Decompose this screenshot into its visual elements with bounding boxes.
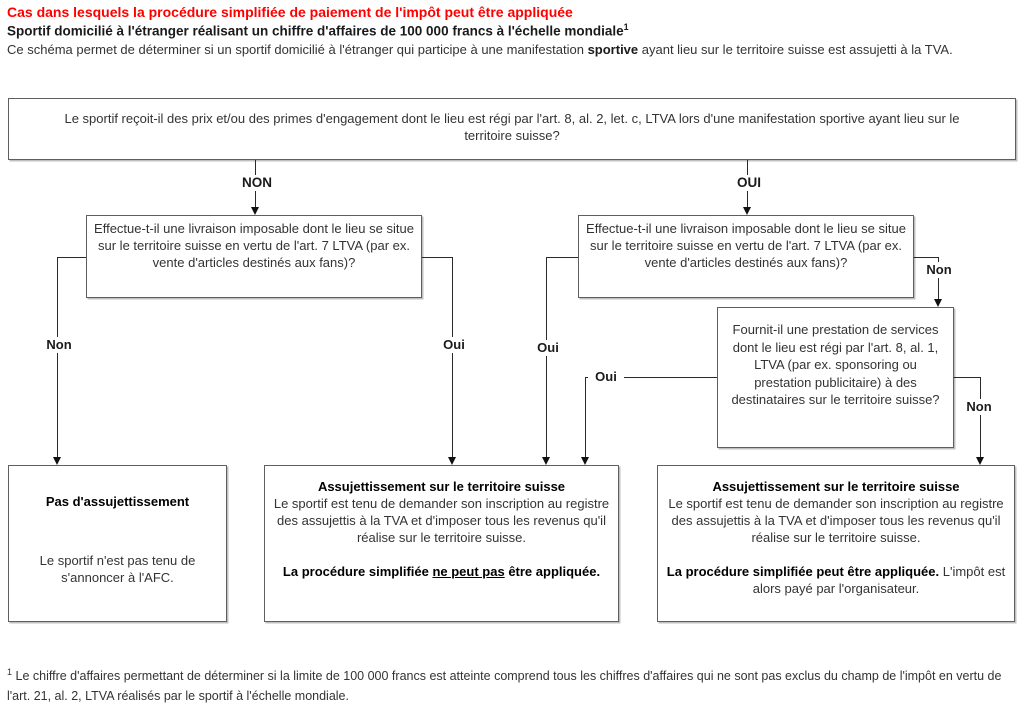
- note-underlined: ne peut pas: [432, 564, 505, 579]
- note-bold-after: être appliquée.: [504, 564, 601, 579]
- page-title: Cas dans lesquels la procédure simplifié…: [7, 4, 573, 20]
- connector-q3-non-v: [980, 377, 981, 457]
- outcome-no-liability-title: Pas d'assujettissement: [45, 494, 190, 509]
- footnote-text: Le chiffre d'affaires permettant de déte…: [7, 669, 1002, 703]
- outcome-box-liability-no-simplified: Assujettissement sur le territoire suiss…: [264, 465, 619, 622]
- arrow-down-icon: [934, 299, 942, 307]
- footnote-marker: 1: [7, 667, 13, 677]
- intro-text-before: Ce schéma permet de déterminer si un spo…: [7, 42, 588, 57]
- arrow-down-icon: [976, 457, 984, 465]
- question-box-prizes-text: Le sportif reçoit-il des prix et/ou des …: [64, 111, 960, 143]
- connector-q3-oui-h: [585, 377, 717, 378]
- footnote-marker-ref: 1: [623, 22, 629, 32]
- arrow-down-icon: [542, 457, 550, 465]
- connector-q2l-non-h: [57, 257, 86, 258]
- question-box-delivery-left: Effectue-t-il une livraison imposable do…: [86, 215, 422, 298]
- connector-q2r-oui-v: [546, 257, 547, 457]
- arrow-down-icon: [448, 457, 456, 465]
- outcome-right-title: Assujettissement sur le territoire suiss…: [712, 479, 960, 494]
- question-box-delivery-left-text: Effectue-t-il une livraison imposable do…: [94, 221, 414, 270]
- arrow-down-icon: [251, 207, 259, 215]
- branch-label-q3-non: Non: [956, 399, 1002, 415]
- branch-label-q1-non: NON: [232, 175, 282, 191]
- page-subtitle: Sportif domicilié à l'étranger réalisant…: [7, 22, 1017, 39]
- outcome-middle-note: La procédure simplifiée ne peut pas être…: [271, 563, 612, 580]
- outcome-middle-title: Assujettissement sur le territoire suiss…: [317, 479, 566, 494]
- question-box-delivery-right-text: Effectue-t-il une livraison imposable do…: [586, 221, 906, 270]
- branch-label-q1-oui: OUI: [724, 175, 774, 191]
- question-box-services: Fournit-il une prestation de services do…: [717, 307, 954, 448]
- branch-label-q3-oui: Oui: [588, 369, 624, 385]
- note-bold: La procédure simplifiée peut être appliq…: [666, 564, 940, 579]
- arrow-down-icon: [53, 457, 61, 465]
- connector-q2l-oui-h: [422, 257, 452, 258]
- arrow-down-icon: [743, 207, 751, 215]
- outcome-box-no-liability: Pas d'assujettissement Le sportif n'est …: [8, 465, 227, 622]
- note-regular: L'impôt est alors payé par l'organisateu…: [752, 564, 1006, 596]
- intro-paragraph: Ce schéma permet de déterminer si un spo…: [7, 41, 1015, 58]
- connector-q2r-non-v: [938, 257, 939, 299]
- connector-q2r-oui-h: [546, 257, 578, 258]
- outcome-right-body: Le sportif est tenu de demander son insc…: [668, 496, 1004, 545]
- branch-label-q2l-oui: Oui: [431, 337, 477, 353]
- outcome-right-note: La procédure simplifiée peut être appliq…: [664, 563, 1008, 597]
- outcome-middle-body: Le sportif est tenu de demander son insc…: [273, 496, 610, 545]
- note-bold-before: La procédure simplifiée: [282, 564, 433, 579]
- arrow-down-icon: [581, 457, 589, 465]
- branch-label-q2r-oui: Oui: [525, 340, 571, 356]
- intro-text-bold: sportive: [587, 42, 639, 57]
- footnote: 1 Le chiffre d'affaires permettant de dé…: [7, 663, 1017, 706]
- outcome-box-liability-simplified: Assujettissement sur le territoire suiss…: [657, 465, 1015, 622]
- connector-q3-oui-v: [585, 377, 586, 457]
- page-subtitle-text: Sportif domicilié à l'étranger réalisant…: [7, 23, 624, 39]
- outcome-no-liability-body: Le sportif n'est pas tenu de s'annoncer …: [39, 553, 196, 585]
- connector-q2l-oui-v: [452, 257, 453, 457]
- connector-q3-non-h: [954, 377, 980, 378]
- branch-label-q2l-non: Non: [36, 337, 82, 353]
- question-box-prizes: Le sportif reçoit-il des prix et/ou des …: [8, 98, 1016, 160]
- question-box-delivery-right: Effectue-t-il une livraison imposable do…: [578, 215, 914, 298]
- intro-text-after: ayant lieu sur le territoire suisse est …: [638, 42, 953, 57]
- connector-q2l-non-v: [57, 257, 58, 457]
- question-box-services-text: Fournit-il une prestation de services do…: [731, 322, 940, 407]
- branch-label-q2r-non: Non: [916, 262, 962, 278]
- connector-q2r-non-h: [914, 257, 938, 258]
